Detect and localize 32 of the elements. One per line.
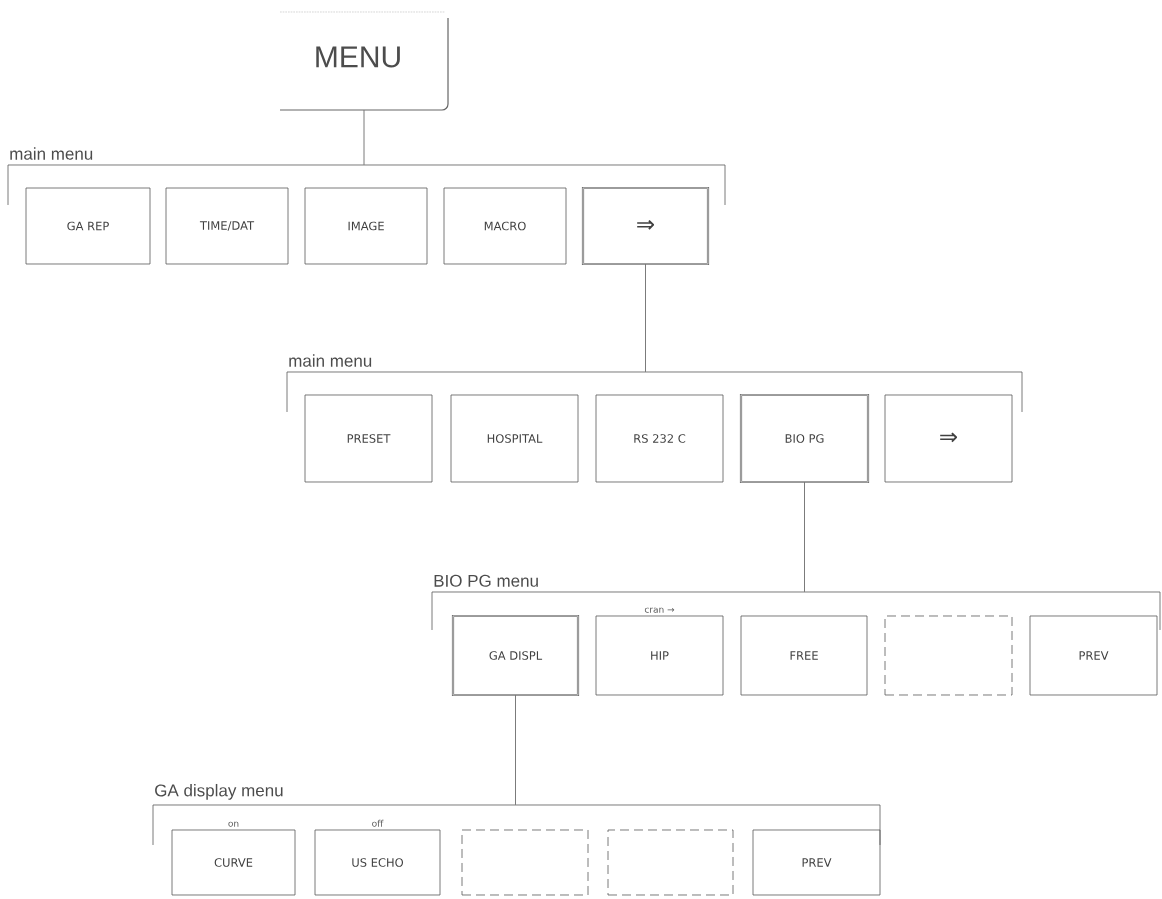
connector-line	[645, 263, 646, 373]
empty-button	[607, 829, 734, 896]
state-label: on	[228, 821, 239, 827]
menu-heading: main menu	[289, 354, 372, 367]
menu-button: RS 232 C	[595, 394, 724, 483]
menu-heading: GA display menu	[155, 783, 283, 800]
empty-button	[461, 829, 589, 896]
menu-button: CURVE	[171, 829, 296, 896]
menu-button: US ECHO	[314, 829, 441, 896]
menu-button: HIP	[595, 615, 724, 696]
menu-button: TIME/DAT	[165, 187, 289, 265]
connector-line	[804, 481, 805, 593]
menu-button: GA REP	[25, 187, 151, 265]
connector-line	[363, 109, 365, 166]
menu-heading: BIO PG menu	[434, 574, 538, 587]
menu-button: IMAGE	[304, 187, 428, 265]
connector-line	[515, 694, 516, 806]
menu-button: FREE	[740, 615, 868, 696]
menu-button: BIO PG	[739, 393, 870, 484]
menu-button: PREV	[1029, 615, 1158, 696]
state-label: off	[372, 819, 384, 827]
menu-heading: main menu	[10, 147, 93, 160]
menu-button: GA DISPL	[451, 614, 580, 697]
menu-key: MENU	[279, 11, 449, 111]
empty-button	[884, 615, 1013, 696]
menu-button: PRESET	[304, 394, 433, 483]
menu-button: MACRO	[443, 187, 567, 265]
state-label: cran →	[644, 607, 675, 613]
menu-button: PREV	[752, 829, 881, 896]
menu-button: ⇒	[581, 186, 710, 266]
menu-button: ⇒	[884, 394, 1013, 483]
menu-button: HOSPITAL	[450, 394, 579, 483]
